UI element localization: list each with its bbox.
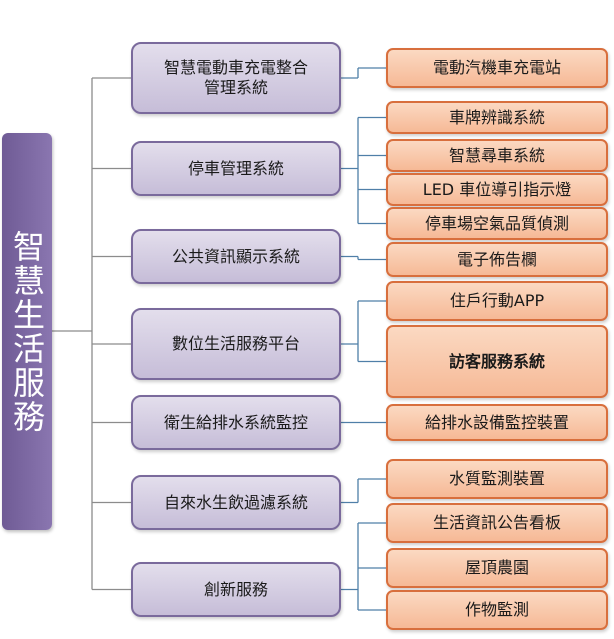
- category-node: 自來水生飲過濾系統: [131, 475, 341, 530]
- item-node: 住戶行動APP: [386, 281, 608, 321]
- item-node: 訪客服務系統: [386, 325, 608, 398]
- item-node: LED 車位導引指示燈: [386, 173, 608, 206]
- category-node: 公共資訊顯示系統: [131, 229, 341, 284]
- item-node: 水質監測裝置: [386, 459, 608, 499]
- item-node: 屋頂農園: [386, 548, 608, 588]
- category-node: 衛生給排水系統監控: [131, 395, 341, 450]
- item-node: 作物監測: [386, 590, 608, 630]
- category-node: 數位生活服務平台: [131, 308, 341, 380]
- root-node: 智慧生活服務: [2, 133, 52, 530]
- item-node: 給排水設備監控裝置: [386, 404, 608, 441]
- item-node: 電動汽機車充電站: [386, 48, 608, 88]
- item-node: 停車場空氣品質偵測: [386, 207, 608, 240]
- item-node: 智慧尋車系統: [386, 139, 608, 172]
- item-node: 電子佈告欄: [386, 242, 608, 277]
- item-node: 車牌辨識系統: [386, 101, 608, 134]
- category-node: 智慧電動車充電整合 管理系統: [131, 42, 341, 114]
- item-node: 生活資訊公告看板: [386, 503, 608, 543]
- category-node: 創新服務: [131, 562, 341, 617]
- category-node: 停車管理系統: [131, 141, 341, 196]
